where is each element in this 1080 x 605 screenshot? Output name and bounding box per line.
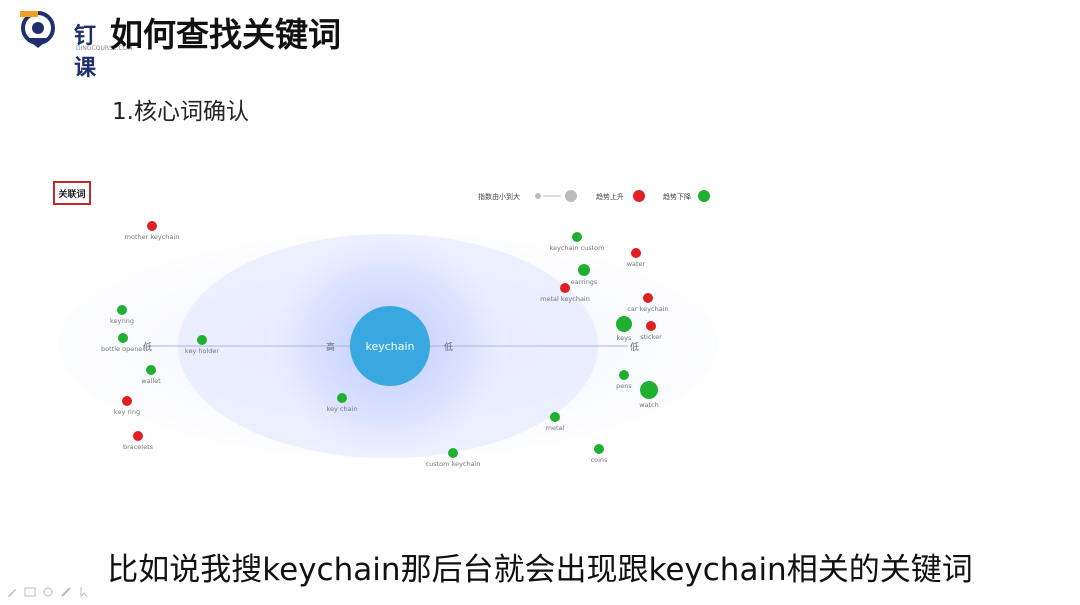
logo-icon: [20, 11, 55, 48]
keyword-label: key holder: [185, 347, 219, 355]
keyword-node-bottle-opener[interactable]: [118, 333, 128, 343]
keyword-node-watch[interactable]: [640, 381, 658, 399]
keyword-label: keychain custom: [550, 244, 605, 252]
legend-down-dot: [698, 190, 710, 202]
ring-label-inner-left: 高: [326, 341, 335, 353]
logo: 钉课 DINGCOURSE.COM: [18, 8, 133, 81]
keyword-graph: 指数由小到大 趋势上升 趋势下降 低 高 低 低 keychain mother…: [58, 190, 718, 468]
center-node[interactable]: [350, 306, 430, 386]
keyword-node-keychain-custom[interactable]: [572, 232, 582, 242]
pen-icon[interactable]: [6, 583, 18, 597]
video-subtitle: 比如说我搜keychain那后台就会出现跟keychain相关的关键词: [107, 552, 973, 588]
section-title: 1.核心词确认: [112, 99, 249, 125]
legend-large-dot: [565, 190, 577, 202]
keyword-label: mother keychain: [125, 233, 180, 241]
keyword-label: bracelets: [123, 443, 154, 451]
eraser-icon[interactable]: [42, 583, 54, 597]
keyword-node-key-ring[interactable]: [122, 396, 132, 406]
keyword-node-key-holder[interactable]: [197, 335, 207, 345]
keyword-label: car keychain: [627, 305, 668, 313]
cursor-icon[interactable]: [78, 583, 90, 598]
keyword-label: pens: [616, 382, 632, 390]
pencil-icon[interactable]: [60, 583, 72, 597]
ring-label-inner-right: 低: [444, 341, 453, 353]
keyword-label: watch: [639, 401, 659, 409]
logo-text: 钉课: [74, 24, 98, 81]
keyword-node-mother-keychain[interactable]: [147, 221, 157, 231]
keyword-node-earrings[interactable]: [578, 264, 590, 276]
legend-down-label: 趋势下降: [663, 192, 691, 201]
presentation-toolbar: [6, 583, 90, 598]
keyword-node-coins[interactable]: [594, 444, 604, 454]
keyword-label: custom keychain: [426, 460, 481, 468]
keyword-label: metal keychain: [540, 295, 590, 303]
related-words-tag: 关联词: [53, 181, 91, 205]
keyword-node-keys[interactable]: [616, 316, 632, 332]
keyword-label: bottle opener: [101, 345, 145, 353]
logo-subtext: DINGCOURSE.COM: [76, 45, 133, 52]
keyword-node-keyring[interactable]: [117, 305, 127, 315]
center-node-label: keychain: [365, 340, 414, 353]
keyword-node-metal[interactable]: [550, 412, 560, 422]
keyword-node-sticker[interactable]: [646, 321, 656, 331]
keyword-node-key-chain[interactable]: [337, 393, 347, 403]
keyword-node-custom-keychain[interactable]: [448, 448, 458, 458]
keyword-node-pens[interactable]: [619, 370, 629, 380]
keyword-label: coins: [591, 456, 608, 464]
keyword-nodes: mother keychain keyring bottle opener key h…: [101, 221, 669, 468]
keyword-label: wallet: [141, 377, 161, 385]
legend-small-dot: [535, 193, 541, 199]
keyword-node-metal-keychain[interactable]: [560, 283, 570, 293]
keyword-node-bracelets[interactable]: [133, 431, 143, 441]
page-title: 如何查找关键词: [110, 15, 341, 54]
ring-label-outer-left: 低: [143, 341, 152, 353]
keyword-label: water: [627, 260, 646, 268]
keyword-label: key ring: [114, 408, 140, 416]
legend-up-label: 趋势上升: [596, 192, 624, 201]
keyword-label: key chain: [326, 405, 357, 413]
keyword-node-wallet[interactable]: [146, 365, 156, 375]
keyword-node-car-keychain[interactable]: [643, 293, 653, 303]
keyword-label: keyring: [110, 317, 134, 325]
legend-size-label: 指数由小到大: [478, 192, 520, 201]
legend-up-dot: [633, 190, 645, 202]
ring-label-outer-right: 低: [630, 341, 639, 353]
keyword-label: sticker: [640, 333, 662, 341]
slides-icon[interactable]: [24, 583, 36, 597]
keyword-label: earrings: [571, 278, 598, 286]
keyword-node-water[interactable]: [631, 248, 641, 258]
keyword-label: metal: [546, 424, 565, 432]
keyword-label: keys: [617, 334, 632, 342]
